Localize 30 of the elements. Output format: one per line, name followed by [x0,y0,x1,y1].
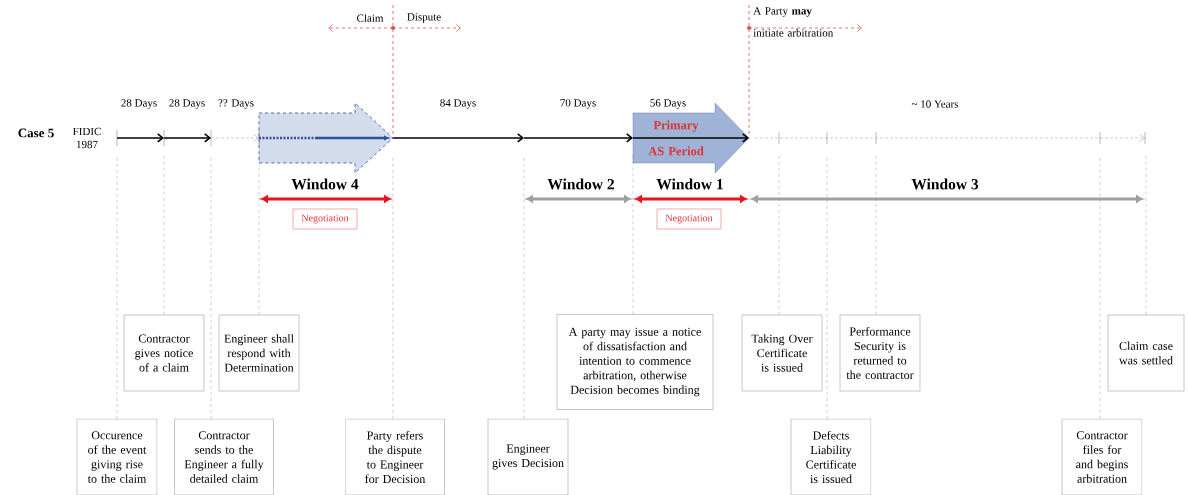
duration-label: 28 Days [169,99,205,109]
text-box: Occurence of the event giving rise to the claim [76,418,158,495]
text-box: Contractor files for and begins arbitration [1061,418,1143,495]
standard-label: FIDIC 1987 [72,127,101,149]
window-label: Window 1 [656,178,723,190]
window-label: Window 3 [911,178,979,190]
text-box: Contractor gives notice of a claim [123,314,205,392]
text-box: A party may issue a notice of dissatisfaction and intention to commence arbitration, otherwise Decision becomes binding [556,314,714,410]
text-box: Taking Over Certificate is issued [741,314,823,392]
text-box: Contractor sends to the Engineer a fully detailed claim [174,418,274,495]
duration-label: 28 Days [121,99,157,109]
duration-label: 56 Days [650,99,686,109]
duration-label: ~ 10 Years [911,100,959,108]
text-box: Claim case was settled [1107,314,1185,392]
note-label: A Party may initiate arbitration [753,7,834,37]
text-box: Engineer gives Decision [487,418,569,495]
text-box: Engineer shall respond with Determination [218,314,300,392]
duration-label: 84 Days [440,99,476,109]
negotiation-box: Negotiation [292,208,358,230]
negotiation-box: Negotiation [656,208,722,230]
phase-label: Claim [357,14,384,22]
text-box: Defects Liability Certificate is issued [790,418,872,495]
duration-label: 70 Days [560,99,596,109]
text-box: Performance Security is returned to the contractor [839,314,921,392]
window-label: Window 4 [291,178,359,190]
duration-label: ?? Days [218,99,254,109]
text-box: Party refers the dispute to Engineer for Decision [345,418,445,495]
case-label: Case 5 [18,128,54,138]
window-label: Window 2 [547,178,614,190]
phase-label: Dispute [407,13,441,23]
